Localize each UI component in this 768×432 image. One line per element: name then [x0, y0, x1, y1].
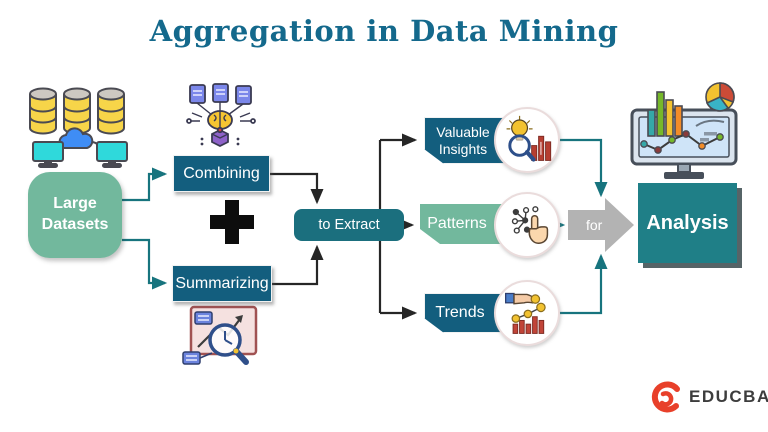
analysis-node: Analysis [638, 183, 737, 263]
educba-swirl-icon [651, 381, 680, 413]
board-magnifier-icon [182, 305, 258, 365]
for-label: for [586, 217, 603, 233]
documents-brain-icon [186, 83, 256, 147]
page-title: Aggregation in Data Mining [149, 14, 619, 48]
gray-block-arrow-icon: for [568, 198, 634, 252]
educba-logo: EDUCBA [648, 378, 768, 416]
trend-coins-chart-icon [494, 280, 560, 346]
plus-icon [210, 200, 254, 244]
insight-bulb-magnifier-icon [494, 107, 560, 173]
database-cluster-icon [29, 87, 128, 168]
educba-wordmark: EDUCBA [689, 387, 768, 406]
large-datasets-node: Large Datasets [28, 172, 122, 258]
pattern-dots-hand-icon [494, 192, 560, 258]
to-extract-node: to Extract [294, 209, 404, 241]
monitor-analytics-icon [630, 82, 738, 179]
summarizing-node: Summarizing [172, 265, 272, 302]
combining-node: Combining [173, 155, 270, 192]
